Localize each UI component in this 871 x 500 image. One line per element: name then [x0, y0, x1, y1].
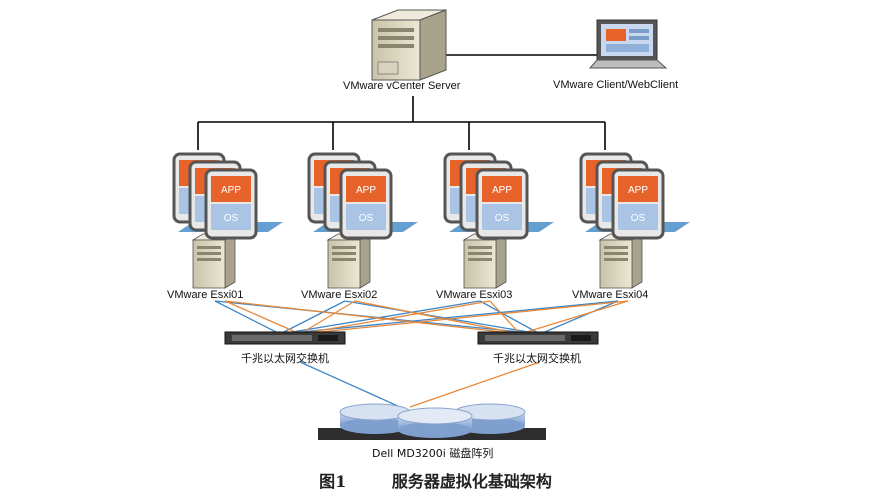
os-label: OS	[224, 213, 239, 224]
esxi-host-1: APP OS	[172, 152, 283, 289]
esxi-host-4: APP OS	[579, 152, 690, 289]
host-server-icon	[598, 233, 644, 289]
vm-card: APP OS	[204, 168, 258, 240]
figure-title: 服务器虚拟化基础架构	[391, 472, 552, 491]
hosts-layer: APP OS APP OS APP OS APP OS	[172, 152, 690, 289]
esxi-host-2: APP OS	[307, 152, 418, 289]
host-server-icon	[191, 233, 237, 289]
os-label: OS	[359, 213, 374, 224]
ethernet-switch-1	[224, 331, 346, 345]
host-server-icon	[462, 233, 508, 289]
app-label: APP	[356, 185, 376, 196]
host-label-esxi03: VMware Esxi03	[436, 289, 513, 301]
storage-array-icon	[318, 403, 546, 440]
host-label-esxi01: VMware Esxi01	[167, 289, 244, 301]
app-label: APP	[628, 185, 648, 196]
network-links	[214, 300, 629, 408]
esxi-host-3: APP OS	[443, 152, 554, 289]
laptop-icon	[588, 19, 668, 69]
app-label: APP	[221, 185, 241, 196]
host-label-esxi04: VMware Esxi04	[572, 289, 649, 301]
storage-label: Dell MD3200i 磁盘阵列	[372, 447, 494, 460]
vm-card: APP OS	[339, 168, 393, 240]
vm-card: APP OS	[611, 168, 665, 240]
os-label: OS	[631, 213, 646, 224]
app-label: APP	[492, 185, 512, 196]
switch-label-1: 千兆以太网交换机	[241, 352, 329, 365]
vm-card: APP OS	[475, 168, 529, 240]
client-label: VMware Client/WebClient	[553, 79, 679, 91]
switch-label-2: 千兆以太网交换机	[493, 352, 581, 365]
figure-number: 图1	[319, 472, 347, 491]
ethernet-switch-2	[477, 331, 599, 345]
os-label: OS	[495, 213, 510, 224]
host-label-esxi02: VMware Esxi02	[301, 289, 378, 301]
host-server-icon	[326, 233, 372, 289]
figure-caption: 图1 服务器虚拟化基础架构	[0, 468, 871, 492]
vcenter-server-icon	[371, 9, 447, 81]
vcenter-label: VMware vCenter Server	[343, 80, 461, 92]
